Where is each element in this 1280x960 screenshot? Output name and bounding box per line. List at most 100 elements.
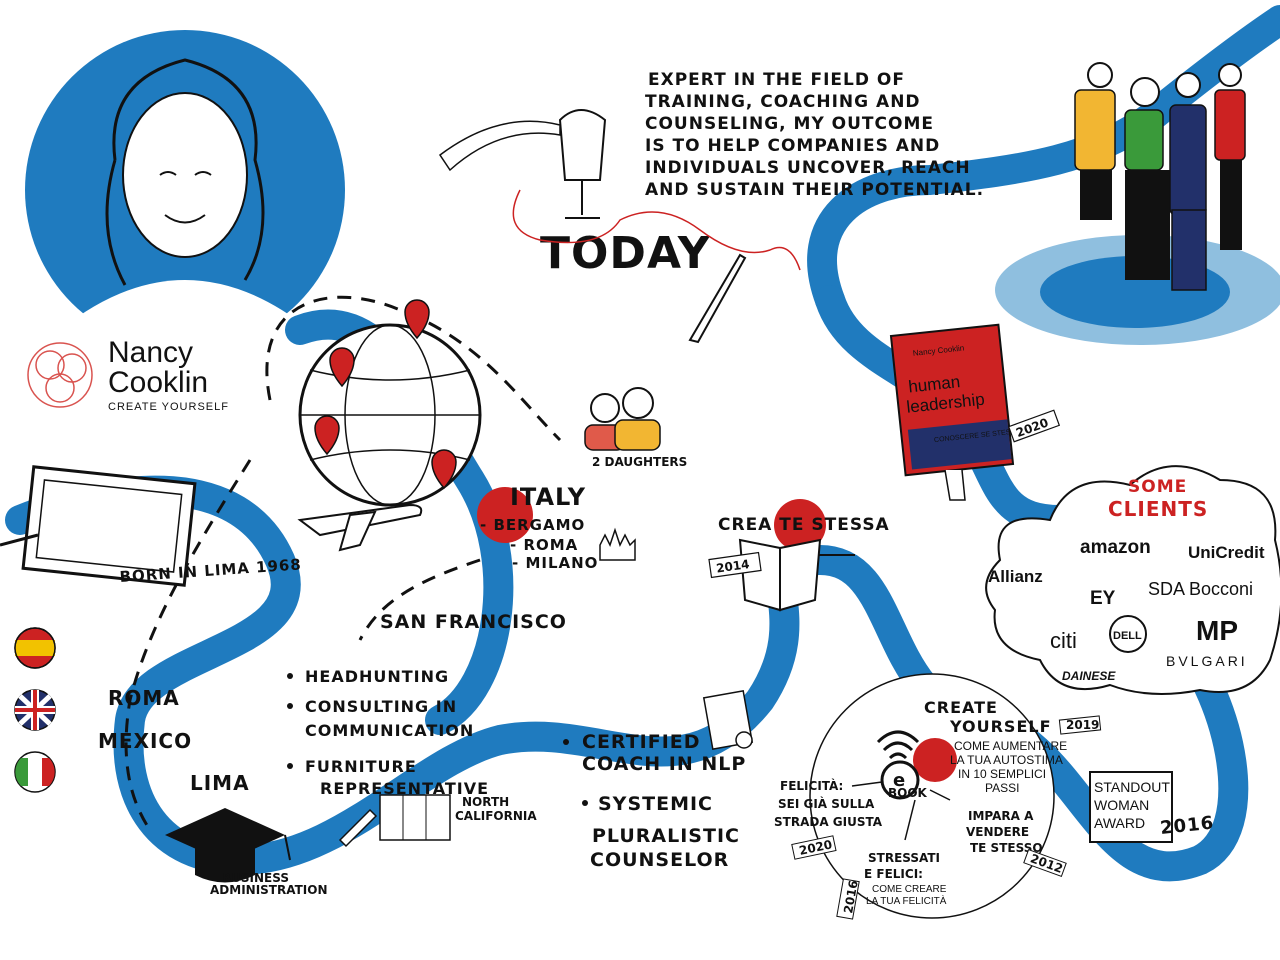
tag-2016-ebook: 2016 <box>836 878 861 920</box>
roma-label: ROMA <box>108 686 180 710</box>
path-upper <box>807 5 1280 315</box>
stressati-line2: E FELICI: <box>864 867 923 881</box>
autostima-line1: COME AUMENTARE <box>954 739 1067 753</box>
brand-logo <box>27 342 93 408</box>
ebook-year-vendere: 2012 <box>1029 851 1065 876</box>
stressati-line1: STRESSATI <box>868 851 940 865</box>
sf-item-consulting: CONSULTING IN <box>305 697 457 716</box>
tag-2012: 2012 <box>1023 848 1067 878</box>
italy-flag <box>14 751 56 793</box>
lima-label: LIMA <box>190 771 250 795</box>
logo-allianz: Allianz <box>988 567 1043 586</box>
italy-label: ITALY <box>510 483 586 511</box>
today-line-5: INDIVIDUALS UNCOVER, REACH <box>645 158 971 178</box>
needle-icon <box>688 253 747 344</box>
ebook-label: e <box>893 770 906 791</box>
sf-item-furniture: FURNITURE <box>305 757 417 776</box>
italy-red-dot <box>477 487 533 543</box>
vendere-line2: VENDERE <box>966 825 1029 839</box>
hand-holding-frame <box>0 533 39 547</box>
italy-city-roma: - ROMA <box>510 536 578 554</box>
clients-heading-line2: CLIENTS <box>1108 497 1208 521</box>
vendere-line1: IMPARA A <box>968 809 1034 823</box>
autostima-line2: LA TUA AUTOSTIMA <box>950 753 1063 767</box>
brand-tagline: CREATE YOURSELF <box>108 401 229 413</box>
autostima-line4: PASSI <box>985 781 1019 795</box>
map-pin-icons <box>314 299 457 490</box>
portrait-shoulders <box>60 280 310 350</box>
pen-icon <box>338 808 378 848</box>
ebook-icon <box>880 760 920 800</box>
certification-bullets <box>563 739 588 806</box>
award-line1: STANDOUT <box>1094 779 1170 795</box>
globe-icon <box>298 323 482 507</box>
ebook-arrows <box>851 781 951 841</box>
ebook-red-dot <box>913 738 957 782</box>
ebook-year-create: 2019 <box>1066 718 1099 732</box>
portrait-features <box>159 171 212 224</box>
logo-mp: MP <box>1196 615 1238 646</box>
duomo-icon <box>599 527 636 561</box>
logo-dell: DELL <box>1113 630 1142 642</box>
stressati-line4: LA TUA FELICITÀ <box>866 894 947 907</box>
ebook-sub-label: BOOK <box>888 786 928 800</box>
ebooks-circle <box>809 673 1055 919</box>
systemic-line2: PLURALISTIC <box>592 825 740 847</box>
sf-item-communication: COMMUNICATION <box>305 721 474 740</box>
today-line-3: COUNSELING, MY OUTCOME <box>645 114 934 134</box>
italy-city-bergamo: - BERGAMO <box>480 516 585 534</box>
today-line-4: IS TO HELP COMPANIES AND <box>645 136 940 156</box>
business-label-line2: ADMINISTRATION <box>210 883 327 897</box>
tag-2019: 2019 <box>1058 715 1102 735</box>
portrait-hair <box>105 58 265 286</box>
logo-ey: EY <box>1090 588 1116 609</box>
today-description: EXPERT IN THE FIELD OF TRAINING, COACHIN… <box>645 70 983 200</box>
ebook-year-stressati: 2016 <box>841 879 861 914</box>
vendere-line3: TE STESSO <box>970 841 1043 855</box>
tag-2020-book: 2020 <box>1007 409 1061 443</box>
logo-bvlgari: BVLGARI <box>1166 653 1248 669</box>
path-lower <box>5 475 1249 882</box>
childhood-photo-frame <box>0 465 197 587</box>
graduation-cap-icon <box>165 808 291 883</box>
felicita-line2: SEI GIÀ SULLA <box>778 796 875 811</box>
crea-red-dot <box>774 499 826 551</box>
italy-city-milano: - MILANO <box>512 554 598 572</box>
award-line2: WOMAN <box>1094 797 1149 813</box>
ebook-year-felicita: 2020 <box>798 837 834 858</box>
clients-heading-line1: SOME <box>1128 477 1187 497</box>
logo-citi: citi <box>1050 628 1077 653</box>
wifi-icon <box>876 730 920 760</box>
portrait-face <box>122 92 248 258</box>
tag-2020-ebook: 2020 <box>791 835 837 860</box>
create-yourself-line2: YOURSELF <box>949 717 1052 736</box>
sf-item-representative: REPRESENTATIVE <box>320 779 489 798</box>
certified-line1: CERTIFIED <box>582 731 701 753</box>
north-california-line1: NORTH <box>462 795 509 809</box>
dell-logo-ring <box>1109 615 1147 653</box>
logo-sda-bocconi: SDA Bocconi <box>1148 579 1253 599</box>
dress-form-icon <box>438 109 607 219</box>
award-line3: AWARD <box>1094 815 1145 831</box>
clients-cloud <box>985 465 1280 695</box>
red-thread <box>512 189 801 271</box>
today-title: TODAY <box>540 228 711 279</box>
autostima-line3: IN 10 SEMPLICI <box>958 767 1046 781</box>
standout-award-box <box>1089 771 1173 843</box>
north-california-line2: CALIFORNIA <box>455 809 537 823</box>
daughters-label: 2 DAUGHTERS <box>592 455 687 469</box>
airplane-icon <box>297 503 423 552</box>
sf-bullets <box>287 673 293 769</box>
crea-year: 2014 <box>715 557 750 576</box>
felicita-line1: FELICITÀ: <box>780 778 843 793</box>
dashed-travel-route <box>124 295 562 831</box>
team-illustration <box>995 62 1280 345</box>
logo-unicredit: UniCredit <box>1188 543 1265 562</box>
today-line-1: EXPERT IN THE FIELD OF <box>648 70 905 90</box>
crea-te-stessa-label: CREA TE STESSA <box>718 515 890 535</box>
filing-cabinet-icon <box>338 794 451 848</box>
create-yourself-line1: CREATE <box>924 698 998 717</box>
felicita-line3: STRADA GIUSTA <box>774 815 883 829</box>
